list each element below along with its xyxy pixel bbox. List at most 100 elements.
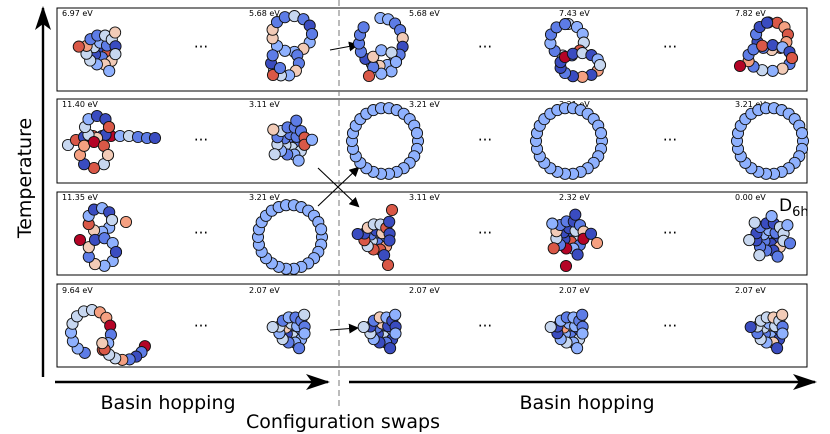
atom	[748, 216, 761, 229]
energy-label: 9.64 eV	[62, 286, 93, 295]
ellipsis: ···	[478, 317, 492, 335]
atom	[385, 203, 399, 217]
atom	[119, 215, 133, 229]
atom	[593, 58, 607, 72]
atom	[776, 327, 789, 340]
atom	[109, 48, 122, 61]
atom	[375, 44, 388, 57]
energy-label: 5.68 eV	[409, 9, 440, 18]
atom	[594, 127, 608, 140]
atom	[795, 127, 809, 140]
energy-label: 5.68 eV	[249, 9, 280, 18]
atom	[96, 337, 109, 350]
atom	[383, 215, 396, 228]
energy-label: 0.00 eV	[735, 193, 766, 202]
atom	[783, 237, 797, 250]
atom	[305, 133, 319, 146]
row-panel-4	[56, 283, 808, 368]
atom	[72, 40, 85, 53]
energy-label: 2.07 eV	[249, 286, 280, 295]
atom	[298, 327, 311, 340]
symmetry-label: D6h	[779, 196, 809, 220]
energy-label: 2.07 eV	[735, 286, 766, 295]
row-panels	[56, 7, 808, 368]
row-panel-3	[56, 191, 808, 276]
atom	[293, 342, 306, 355]
atom	[290, 114, 303, 127]
energy-label: 11.40 eV	[62, 100, 98, 109]
ellipsis: ···	[194, 317, 208, 335]
atom	[571, 248, 584, 261]
atom	[315, 223, 328, 236]
ellipsis: ···	[194, 38, 208, 56]
atom	[105, 213, 119, 227]
symmetry-label-sub: 6h	[792, 205, 809, 220]
atom	[571, 342, 584, 355]
ellipsis: ···	[663, 224, 677, 242]
atom	[73, 233, 87, 247]
atom	[101, 148, 115, 162]
atom	[102, 120, 116, 134]
energy-label: 3.11 eV	[409, 193, 440, 202]
atom	[544, 320, 557, 334]
atom	[771, 250, 784, 263]
atom	[109, 26, 122, 39]
energy-label: 2.07 eV	[409, 286, 440, 295]
energy-label: 7.82 eV	[735, 9, 766, 18]
atom	[357, 21, 370, 34]
atom	[292, 154, 305, 167]
atom	[576, 327, 589, 340]
atom	[384, 342, 397, 355]
row-panel-1	[56, 7, 808, 92]
atom	[785, 51, 799, 65]
atom	[357, 320, 370, 334]
atom	[267, 123, 280, 136]
configuration-swaps-label: Configuration swaps	[246, 411, 440, 433]
ellipsis: ···	[478, 224, 492, 242]
atom	[546, 217, 559, 230]
swap-arrows	[317, 41, 360, 334]
atom	[576, 308, 589, 321]
atom	[148, 131, 162, 145]
atom	[743, 234, 756, 247]
atom	[381, 258, 395, 272]
atom	[766, 39, 779, 52]
atom	[383, 234, 396, 247]
atom	[756, 39, 769, 52]
atom	[559, 259, 573, 273]
energy-label: 6.97 eV	[62, 9, 93, 18]
atom	[569, 208, 582, 221]
atom	[351, 227, 364, 241]
atom	[305, 27, 319, 41]
atom	[389, 55, 403, 69]
atom	[744, 320, 757, 334]
atom	[590, 236, 604, 250]
atom	[375, 67, 388, 80]
atom	[766, 64, 779, 77]
ellipsis: ···	[478, 38, 492, 56]
basin-hopping-right-label: Basin hopping	[519, 392, 654, 414]
ellipsis: ···	[663, 131, 677, 149]
ellipsis: ···	[663, 38, 677, 56]
atom	[584, 227, 598, 240]
atom	[389, 327, 402, 340]
energy-label: 2.32 eV	[559, 193, 590, 202]
basin-hopping-left-label: Basin hopping	[100, 392, 235, 414]
ellipsis: ···	[194, 224, 208, 242]
atom	[298, 308, 311, 321]
atom	[362, 69, 376, 83]
row-panel-2	[56, 98, 808, 184]
energy-label: 3.21 eV	[735, 100, 766, 109]
atom	[781, 219, 794, 232]
atom	[266, 320, 279, 334]
ellipsis: ···	[194, 131, 208, 149]
swap-arrow-row-3-to-2	[317, 166, 360, 207]
atom	[103, 64, 116, 78]
symmetry-label-main: D	[779, 196, 792, 216]
atom	[776, 62, 789, 75]
atom	[733, 59, 747, 73]
atom	[753, 249, 766, 262]
atom	[776, 308, 789, 321]
atom	[765, 210, 778, 223]
